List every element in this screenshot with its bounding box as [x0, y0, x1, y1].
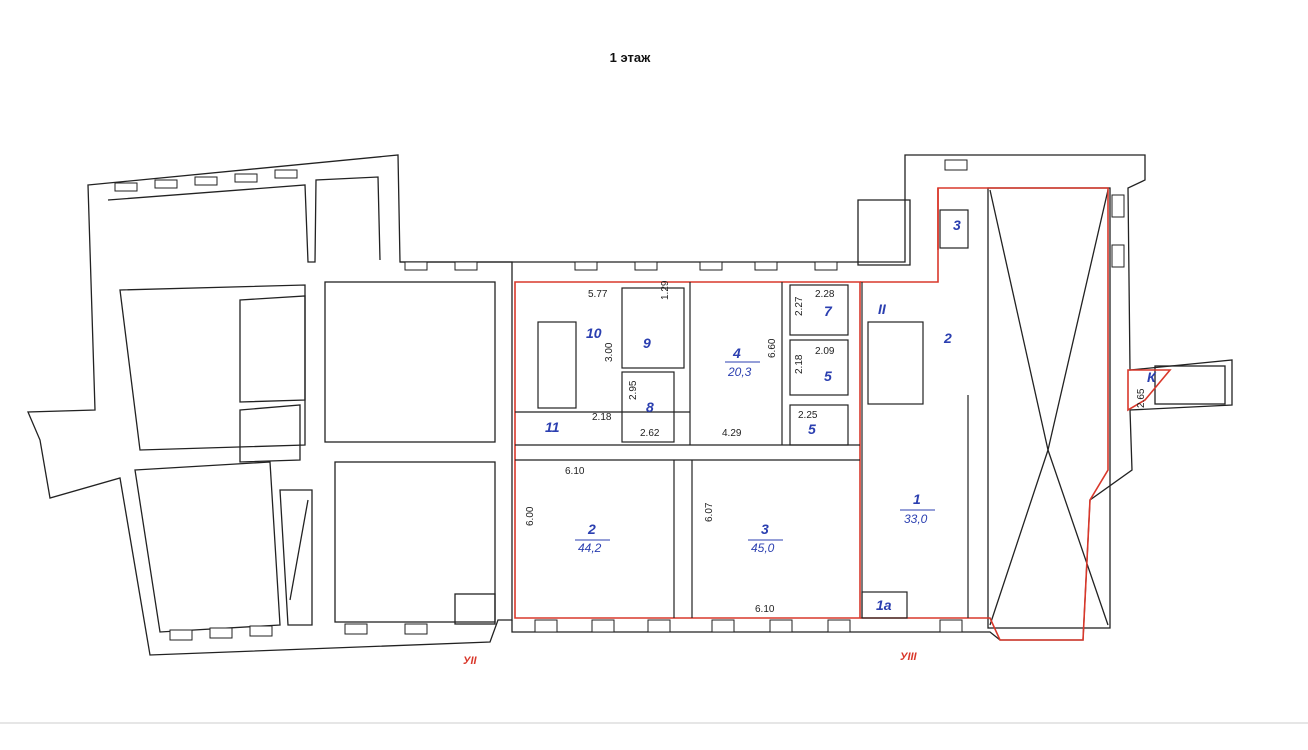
dimension-labels: 5.77 1.29 3.00 2.95 2.18 2.62 6.60 4.29 … [525, 280, 1147, 615]
left-wing-outline [27, 154, 513, 656]
dim-600: 6.00 [525, 506, 536, 526]
corridor-block [987, 187, 1111, 629]
room-5a-number: 5 [824, 368, 832, 384]
floor-plan-drawing: 10 9 8 11 4 20,3 7 5 5 II 2 3 1 33,0 1а … [27, 154, 1233, 667]
room-3s-number: 3 [953, 217, 961, 233]
axis-label-2: УIII [900, 651, 918, 663]
dim-610: 6.10 [565, 466, 585, 477]
room-left-stair [454, 593, 496, 625]
dim-577: 5.77 [588, 289, 608, 300]
room-9-number: 9 [643, 335, 651, 351]
interior-partitions [515, 209, 969, 619]
dim-209: 2.09 [815, 346, 835, 357]
room-3-area: 45,0 [751, 541, 775, 555]
dim-228: 2.28 [815, 289, 835, 300]
room-left-upper [324, 281, 496, 443]
room-8-box [621, 371, 675, 443]
room-labels: 10 9 8 11 4 20,3 7 5 5 II 2 3 1 33,0 1а … [545, 217, 1157, 613]
axis-labels: УII УIII [463, 651, 918, 667]
room-7-number: 7 [824, 303, 833, 319]
room-left-lower [334, 461, 496, 623]
dim-262: 2.62 [640, 428, 660, 439]
dim-660: 6.60 [767, 338, 778, 358]
room-11-number: 11 [545, 419, 560, 435]
dim-300: 3.00 [604, 342, 615, 362]
room-2s-number: 2 [943, 330, 952, 346]
left-wing-block [239, 295, 306, 463]
dim-225: 2.25 [798, 410, 818, 421]
room-3s-box [939, 209, 969, 249]
dim-129: 1.29 [660, 280, 671, 300]
room-8-number: 8 [646, 399, 654, 415]
room-1a-number: 1а [876, 597, 892, 613]
dim-610b: 6.10 [755, 604, 775, 615]
room-3-number: 3 [761, 521, 769, 537]
dim-295: 2.95 [628, 380, 639, 400]
highlight-right [860, 187, 1109, 641]
room-2-number: 2 [587, 521, 596, 537]
highlighted-area [514, 187, 1172, 641]
page-title: 1 этаж [609, 50, 651, 65]
room-K-number: К [1147, 369, 1157, 385]
stair-block-left [279, 489, 313, 626]
dim-429: 4.29 [722, 428, 742, 439]
building-walls [27, 154, 1233, 656]
left-inner-rooms [119, 284, 306, 633]
room-4-number: 4 [732, 345, 741, 361]
left-wing-inner [107, 176, 381, 263]
dim-K: 2.65 [1136, 388, 1147, 408]
dim-227: 2.27 [794, 296, 805, 316]
dim-607: 6.07 [704, 502, 715, 522]
room-5b-number: 5 [808, 421, 816, 437]
stair-tower [857, 199, 911, 266]
room-1-number: 1 [913, 491, 921, 507]
windows [114, 159, 1125, 641]
room-5-box [789, 339, 849, 396]
room-10-number: 10 [586, 325, 602, 341]
highlight-main [514, 281, 861, 619]
room-1a-box [861, 591, 908, 619]
highlight-k [1127, 369, 1172, 412]
room-5b-box [789, 404, 849, 446]
room-II-number: II [878, 301, 887, 317]
room-9-box [621, 287, 685, 369]
room-1-area: 33,0 [904, 512, 928, 526]
stair-10 [537, 321, 577, 409]
stair-II [867, 321, 924, 405]
axis-label-1: УII [463, 655, 478, 667]
dim-218b: 2.18 [794, 354, 805, 374]
room-4-area: 20,3 [727, 365, 752, 379]
right-stair [1154, 365, 1226, 405]
top-wall [400, 154, 1233, 641]
dim-218: 2.18 [592, 412, 612, 423]
room-7-box [789, 284, 849, 336]
bottom-divider [0, 722, 1308, 724]
room-2-area: 44,2 [578, 541, 602, 555]
